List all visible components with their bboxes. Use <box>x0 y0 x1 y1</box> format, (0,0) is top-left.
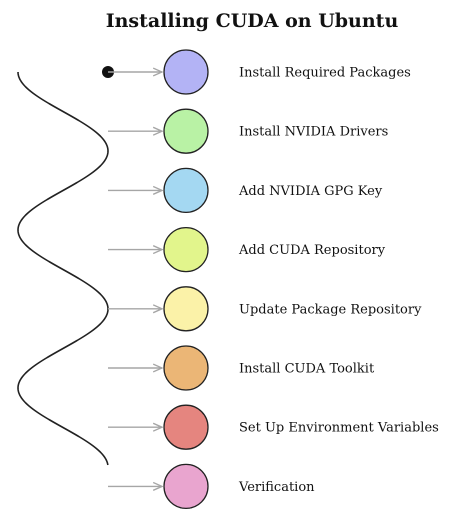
step-circle <box>163 463 209 510</box>
step-circle <box>163 345 209 391</box>
step-circle <box>163 404 209 450</box>
wavy-timeline-line <box>17 71 109 466</box>
step-label: Install NVIDIA Drivers <box>239 125 388 140</box>
step-label: Install Required Packages <box>239 66 411 81</box>
step-circle <box>163 167 209 214</box>
step-label: Add NVIDIA GPG Key <box>238 184 383 199</box>
step-label: Set Up Environment Variables <box>239 421 439 436</box>
step-circle <box>163 108 209 154</box>
diagram-title: Installing CUDA on Ubuntu <box>106 10 399 32</box>
step-circle <box>163 286 209 332</box>
step-circle <box>163 226 209 273</box>
step-label: Update Package Repository <box>239 302 422 317</box>
step-circle <box>163 49 209 95</box>
step-label: Add CUDA Repository <box>238 243 386 258</box>
step-label: Install CUDA Toolkit <box>239 362 375 377</box>
step-label: Verification <box>238 480 315 495</box>
